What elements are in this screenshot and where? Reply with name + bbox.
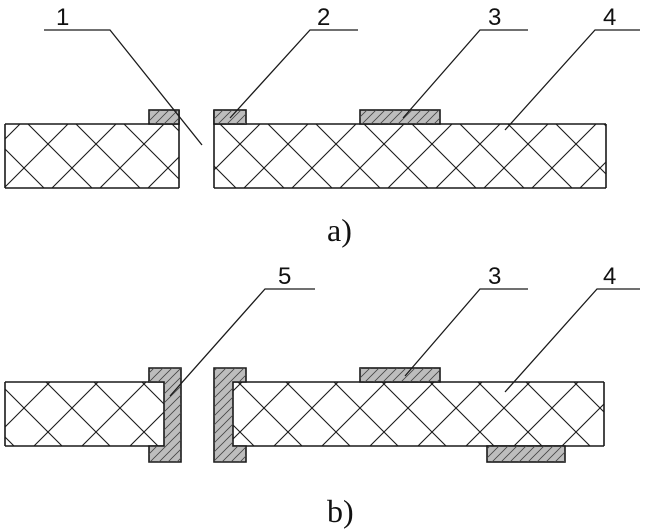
- board-b-left: [5, 382, 164, 446]
- label-3b: 3: [488, 263, 501, 290]
- label-4b: 4: [603, 263, 616, 290]
- label-5: 5: [278, 263, 291, 290]
- board-a-left: [5, 124, 179, 188]
- figure-a: 1 2 3 4 a): [4, 4, 640, 248]
- figure-b: 5 3 4 b): [4, 263, 640, 529]
- caption-a: a): [327, 212, 352, 248]
- board-a-right: [214, 124, 606, 188]
- label-4: 4: [603, 4, 616, 31]
- caption-b: b): [327, 493, 354, 529]
- label-3: 3: [488, 4, 501, 31]
- board-b-right: [233, 382, 604, 446]
- label-1: 1: [56, 4, 69, 31]
- label-2: 2: [317, 4, 330, 31]
